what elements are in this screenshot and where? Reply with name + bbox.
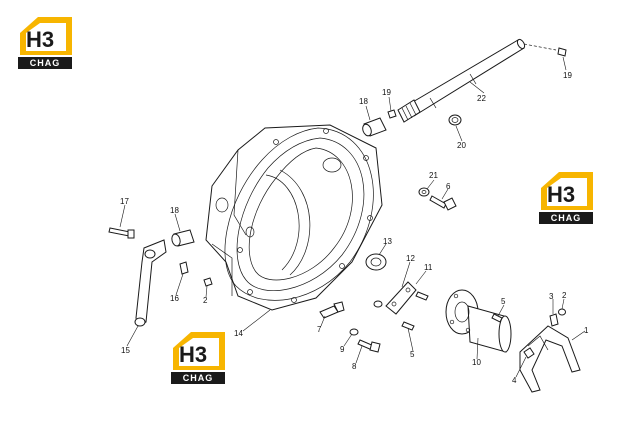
bracket-11 [385,281,417,315]
washer-12 [373,300,383,308]
shaft-spline [397,99,421,123]
seal-13 [365,253,387,271]
leader-lines [119,56,586,378]
chag-logo-word: CHAG [29,58,61,68]
callout-6: 6 [446,182,451,191]
callout-16: 16 [170,294,179,303]
callout-12: 12 [406,254,415,263]
pin-16 [179,261,189,275]
bolt-5-a [401,321,415,331]
chag-logo: H3 CHAG [539,170,593,224]
washer-2-right [558,308,566,316]
callout-10: 10 [472,358,481,367]
callout-7: 7 [317,325,322,334]
bolt-3 [549,313,559,327]
chag-logo-word: CHAG [550,213,582,223]
chag-logo-word: CHAG [182,373,214,383]
shift-fork [519,325,581,393]
callout-labels: 19 22 19 18 20 21 6 17 18 13 12 11 5 3 2… [120,71,589,385]
chag-logo-h: H3 [26,27,55,52]
bushing-18-top [362,117,387,137]
callout-18-left: 18 [170,206,179,215]
callout-18-top: 18 [359,97,368,106]
chag-logo-mark [539,172,593,224]
callout-2-left: 2 [203,296,208,305]
bolt-17 [108,227,135,239]
chag-logo: H3 CHAG [171,330,225,384]
chag-logo: H3 CHAG [18,15,72,69]
pin-19-top [387,109,397,119]
callout-13: 13 [383,237,392,246]
bolt-5-c [491,313,503,323]
callout-8: 8 [352,362,357,371]
washer-9 [349,328,359,336]
seal-20 [448,114,462,126]
shift-shaft [397,38,567,123]
callout-11: 11 [424,263,433,272]
bolt-6 [429,195,457,211]
callout-2-right: 2 [562,291,567,300]
washer-21 [418,187,430,197]
nut-2-left [203,277,213,287]
chag-logo-mark [171,332,225,384]
callout-3: 3 [549,292,554,301]
bolt-5-b [415,291,429,301]
release-lever [134,239,167,327]
callout-1: 1 [584,326,589,335]
callout-4: 4 [512,376,517,385]
clutch-housing [205,124,383,311]
bolt-8 [357,339,381,353]
callout-9: 9 [340,345,345,354]
callout-14: 14 [234,329,243,338]
pin-4 [523,347,535,359]
bolt-7 [319,301,345,319]
chag-logo-h: H3 [547,182,576,207]
chag-logo-h: H3 [179,342,208,367]
callout-19-shaft-end: 19 [563,71,572,80]
callout-17: 17 [120,197,129,206]
callout-15: 15 [121,346,130,355]
callout-5-right: 5 [501,297,506,306]
bushing-18-left [171,229,195,247]
callout-20: 20 [457,141,466,150]
callout-5-lower: 5 [410,350,415,359]
callout-22: 22 [477,94,486,103]
callout-19: 19 [382,88,391,97]
chag-logo-mark [18,17,72,69]
callout-21: 21 [429,171,438,180]
